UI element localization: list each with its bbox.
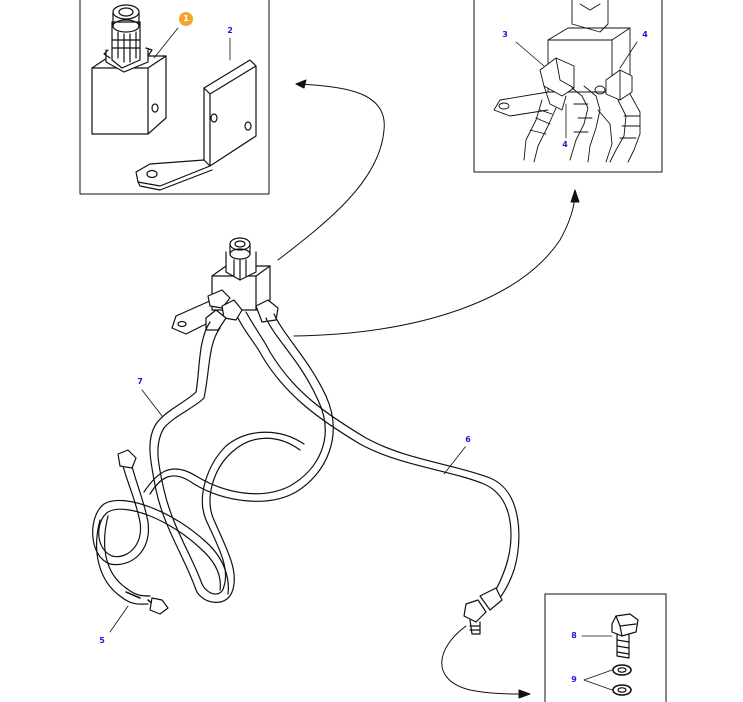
hose-long-return [92, 313, 334, 595]
hose-7 [149, 321, 305, 603]
banjo-bolt [611, 613, 639, 659]
detail-box-banjo-bolt [544, 593, 667, 702]
callout-5[interactable]: 5 [95, 634, 109, 648]
hose-5 [96, 449, 169, 615]
callout-7[interactable]: 7 [133, 375, 147, 389]
callout-9[interactable]: 9 [567, 673, 581, 687]
callout-1[interactable]: 1 [179, 12, 193, 26]
mounting-bracket [135, 59, 257, 191]
callout-4-top[interactable]: 4 [638, 28, 652, 42]
callout-2[interactable]: 2 [223, 24, 237, 38]
detail-box-fittings [473, 0, 663, 173]
hose-6 [237, 311, 520, 607]
sealing-washers [612, 664, 632, 696]
callout-6[interactable]: 6 [461, 433, 475, 447]
callout-3[interactable]: 3 [498, 28, 512, 42]
main-valve-assembly [171, 237, 279, 335]
leader-lines [109, 389, 467, 633]
detail-box-valve-bracket [79, 0, 270, 195]
hose-end-fitting [463, 587, 503, 635]
reference-arrows [277, 79, 580, 699]
callout-8[interactable]: 8 [567, 629, 581, 643]
valve-block [91, 4, 167, 135]
callout-4-bottom[interactable]: 4 [558, 138, 572, 152]
